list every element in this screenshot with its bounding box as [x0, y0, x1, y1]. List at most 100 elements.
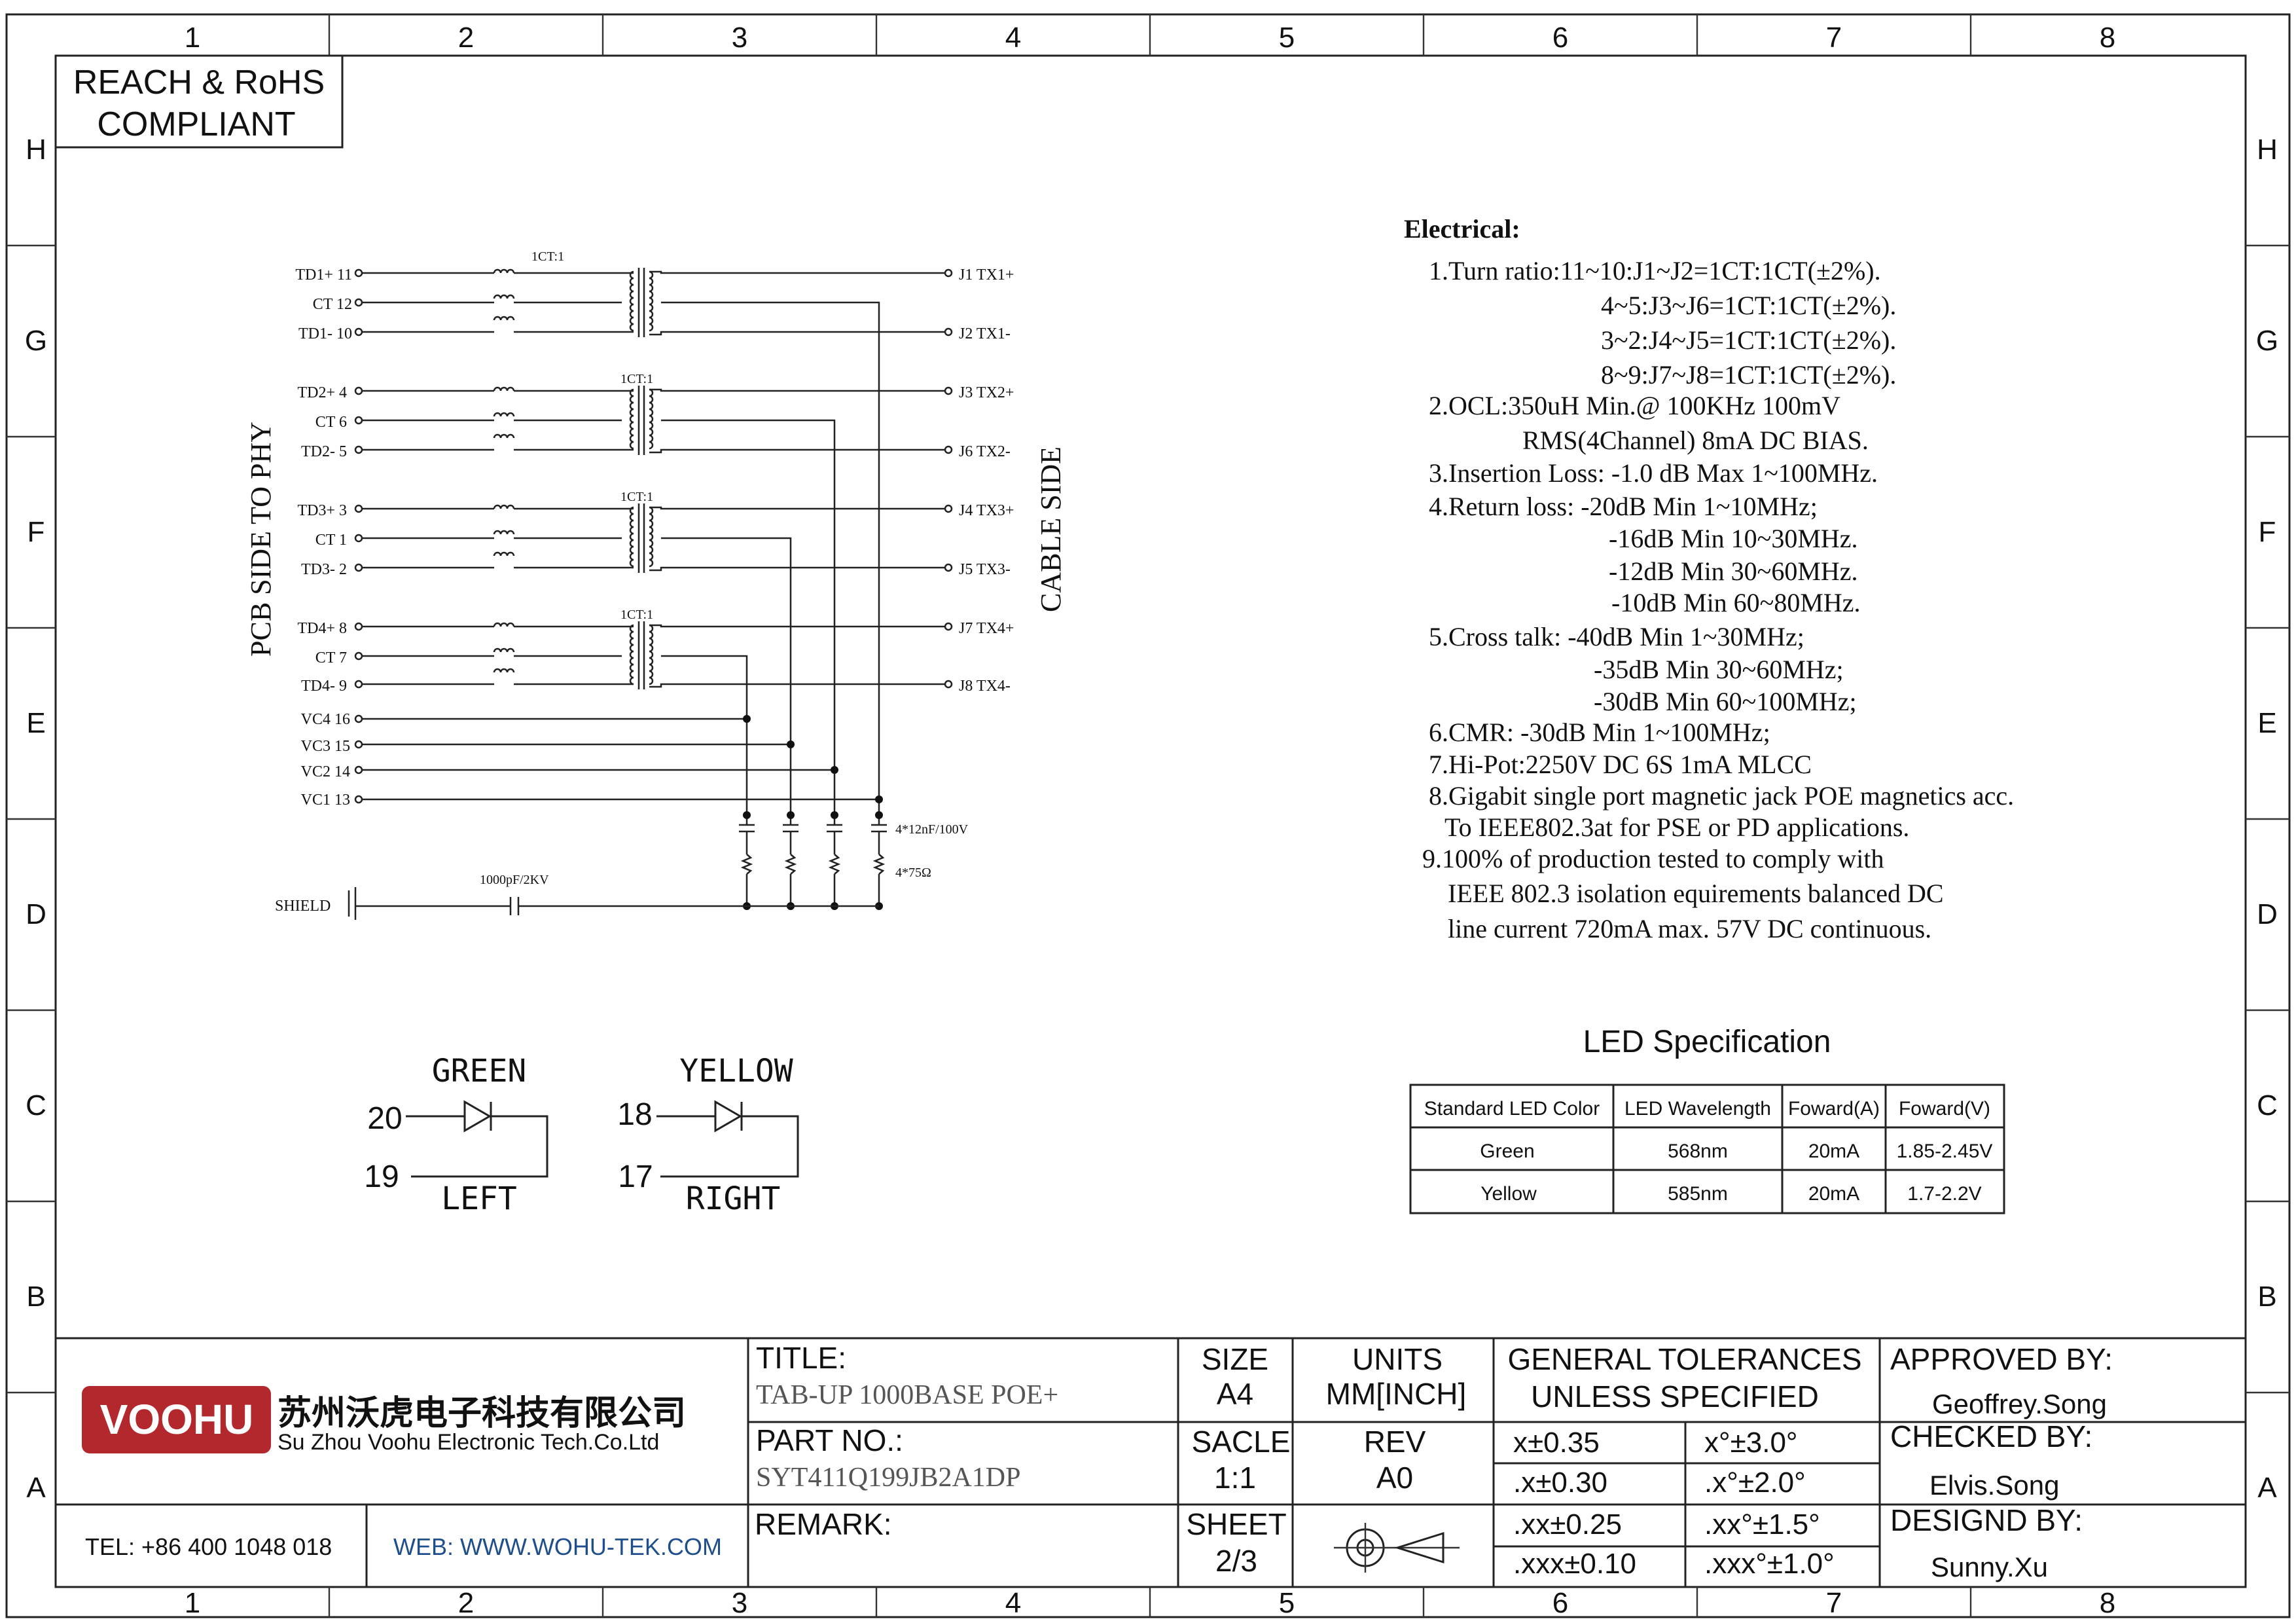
pin-j1: J1 TX1+ — [959, 266, 1014, 283]
zone-col-3-bottom: 3 — [732, 1587, 747, 1619]
pin-vc3: VC3 15 — [301, 738, 350, 755]
zone-columns-bottom: 1 2 3 4 5 6 7 8 — [185, 1587, 2115, 1619]
led-yellow-title: YELLOW — [679, 1053, 793, 1089]
compliance-line-1: REACH & RoHS — [73, 64, 325, 101]
ratio-label-ch4: 1CT:1 — [620, 608, 653, 622]
zone-col-8: 8 — [2100, 22, 2115, 54]
pin-terminal — [354, 622, 363, 631]
wire — [649, 448, 945, 454]
cmc-coil-icon — [493, 668, 515, 673]
title-block: VOOHU 苏州沃虎电子科技有限公司 Su Zhou Voohu Electro… — [56, 1337, 2246, 1587]
junction-dot — [875, 795, 883, 803]
cmc-coil-icon — [493, 504, 515, 509]
left-pin-labels: TD1+ 11 CT 12 TD1- 10 TD2+ 4 CT 6 TD2- 5… — [295, 266, 352, 809]
led-green-title: GREEN — [432, 1053, 527, 1089]
company-web: WEB: WWW.WOHU-TEK.COM — [393, 1533, 722, 1560]
pin-terminal — [354, 714, 363, 723]
zone-row-e: E — [26, 707, 45, 739]
pin-j5: J5 TX3- — [959, 561, 1011, 578]
zone-col-1-bottom: 1 — [185, 1587, 200, 1619]
zone-col-2-bottom: 2 — [458, 1587, 474, 1619]
ratio-labels: 1CT:1 1CT:1 1CT:1 1CT:1 — [531, 249, 653, 622]
projection-symbol-icon — [1334, 1523, 1460, 1573]
pin-j7: J7 TX4+ — [959, 620, 1014, 637]
company-name-cn: 苏州沃虎电子科技有限公司 — [278, 1395, 686, 1432]
electrical-line-6: RMS(4Channel) 8mA DC BIAS. — [1522, 426, 1869, 455]
cmc-coil-icon — [493, 530, 515, 535]
transformer-secondary-icon — [649, 388, 654, 450]
pin-td4p: TD4+ 8 — [297, 620, 347, 637]
pin-td2n: TD2- 5 — [301, 443, 347, 460]
sheet-label: SHEET — [1186, 1507, 1286, 1541]
table-cell: 568nm — [1668, 1140, 1728, 1162]
electrical-line-12: 5.Cross talk: -40dB Min 1~30MHz; — [1429, 622, 1804, 651]
zone-row-b: B — [26, 1281, 45, 1313]
designed-label: DESIGND BY: — [1890, 1503, 2083, 1537]
pin-td2p: TD2+ 4 — [297, 384, 347, 401]
tolerance-angular-0: x°±3.0° — [1704, 1427, 1798, 1459]
transformer-secondary-icon — [649, 624, 654, 685]
pin-j8: J8 TX4- — [959, 678, 1011, 695]
electrical-line-18: To IEEE802.3at for PSE or PD application… — [1444, 812, 1909, 842]
logo-text: VOOHU — [100, 1396, 254, 1443]
pin-terminal — [944, 680, 953, 689]
led-yellow-pin-a: 18 — [617, 1097, 652, 1132]
pin-terminal — [944, 445, 953, 454]
zone-row-g: G — [25, 325, 47, 357]
pin-td3n: TD3- 2 — [301, 561, 347, 578]
junction-dot — [831, 766, 838, 774]
electrical-line-10: -12dB Min 30~60MHz. — [1609, 556, 1858, 586]
electrical-line-9: -16dB Min 10~30MHz. — [1609, 524, 1858, 553]
zone-row-e-right: E — [2257, 707, 2276, 739]
pin-terminal — [354, 416, 363, 425]
zone-columns-top: 1 2 3 4 5 6 7 8 — [185, 22, 2115, 54]
approved-value: Geoffrey.Song — [1932, 1389, 2107, 1419]
zone-row-a-right: A — [2257, 1472, 2277, 1504]
ratio-label-ch3: 1CT:1 — [620, 490, 653, 504]
transformer-secondary-icon — [649, 506, 654, 568]
electrical-line-2: 4~5:J3~J6=1CT:1CT(±2%). — [1601, 291, 1896, 320]
zone-col-3: 3 — [732, 22, 747, 54]
pin-td3p: TD3+ 3 — [297, 502, 347, 519]
junction-dot — [743, 715, 751, 723]
electrical-notes: Electrical: 1.Turn ratio:11~10:J1~J2=1CT… — [1404, 214, 2014, 943]
pin-terminal — [354, 651, 363, 661]
company-tel: TEL: +86 400 1048 018 — [85, 1533, 332, 1560]
pin-terminal — [354, 534, 363, 543]
scale-label: SACLE — [1192, 1425, 1291, 1459]
led-spec-table: LED Specification Standard LED Color LED… — [1409, 1025, 2005, 1214]
res-array-label: 4*75Ω — [895, 866, 931, 880]
pin-td1n: TD1- 10 — [298, 325, 352, 342]
led-spec-header-forward-v: Foward(V) — [1899, 1098, 1990, 1120]
tolerance-linear-3: .xxx±0.10 — [1513, 1548, 1636, 1580]
pin-terminal — [354, 795, 363, 804]
transformer-primary-icon — [629, 506, 634, 568]
pin-vc4: VC4 16 — [301, 711, 350, 728]
resistor-icon — [872, 854, 886, 875]
pin-terminal — [354, 268, 363, 278]
table-cell: 1.7-2.2V — [1907, 1183, 1981, 1205]
wire — [661, 419, 836, 815]
wire — [661, 301, 880, 815]
sheet-value: 2/3 — [1215, 1544, 1257, 1578]
pin-ct7: CT 7 — [315, 649, 347, 666]
part-no-value: SYT411Q199JB2A1DP — [756, 1463, 1021, 1493]
zone-col-2: 2 — [458, 22, 474, 54]
led-diagrams: GREEN 20 19 LEFT YELLOW 18 17 RIGHT — [364, 1053, 799, 1217]
zone-col-4: 4 — [1005, 22, 1021, 54]
table-cell: 585nm — [1668, 1183, 1728, 1205]
pin-vc1: VC1 13 — [301, 792, 350, 809]
remark-label: REMARK: — [755, 1507, 892, 1541]
diode-green-icon — [463, 1100, 492, 1133]
led-green-pin-a: 20 — [367, 1101, 402, 1136]
zone-rows-left: H G F E D C B A — [25, 134, 47, 1504]
cmc-coil-icon — [493, 551, 515, 556]
electrical-line-4: 8~9:J7~J8=1CT:1CT(±2%). — [1601, 360, 1896, 390]
led-green-pin-b: 19 — [364, 1159, 399, 1194]
pin-j2: J2 TX1- — [959, 325, 1011, 342]
zone-col-7: 7 — [1826, 22, 1842, 54]
shield-cap-label: 1000pF/2KV — [480, 873, 549, 887]
zone-col-5: 5 — [1279, 22, 1295, 54]
electrical-line-8: 4.Return loss: -20dB Min 1~10MHz; — [1429, 492, 1818, 521]
